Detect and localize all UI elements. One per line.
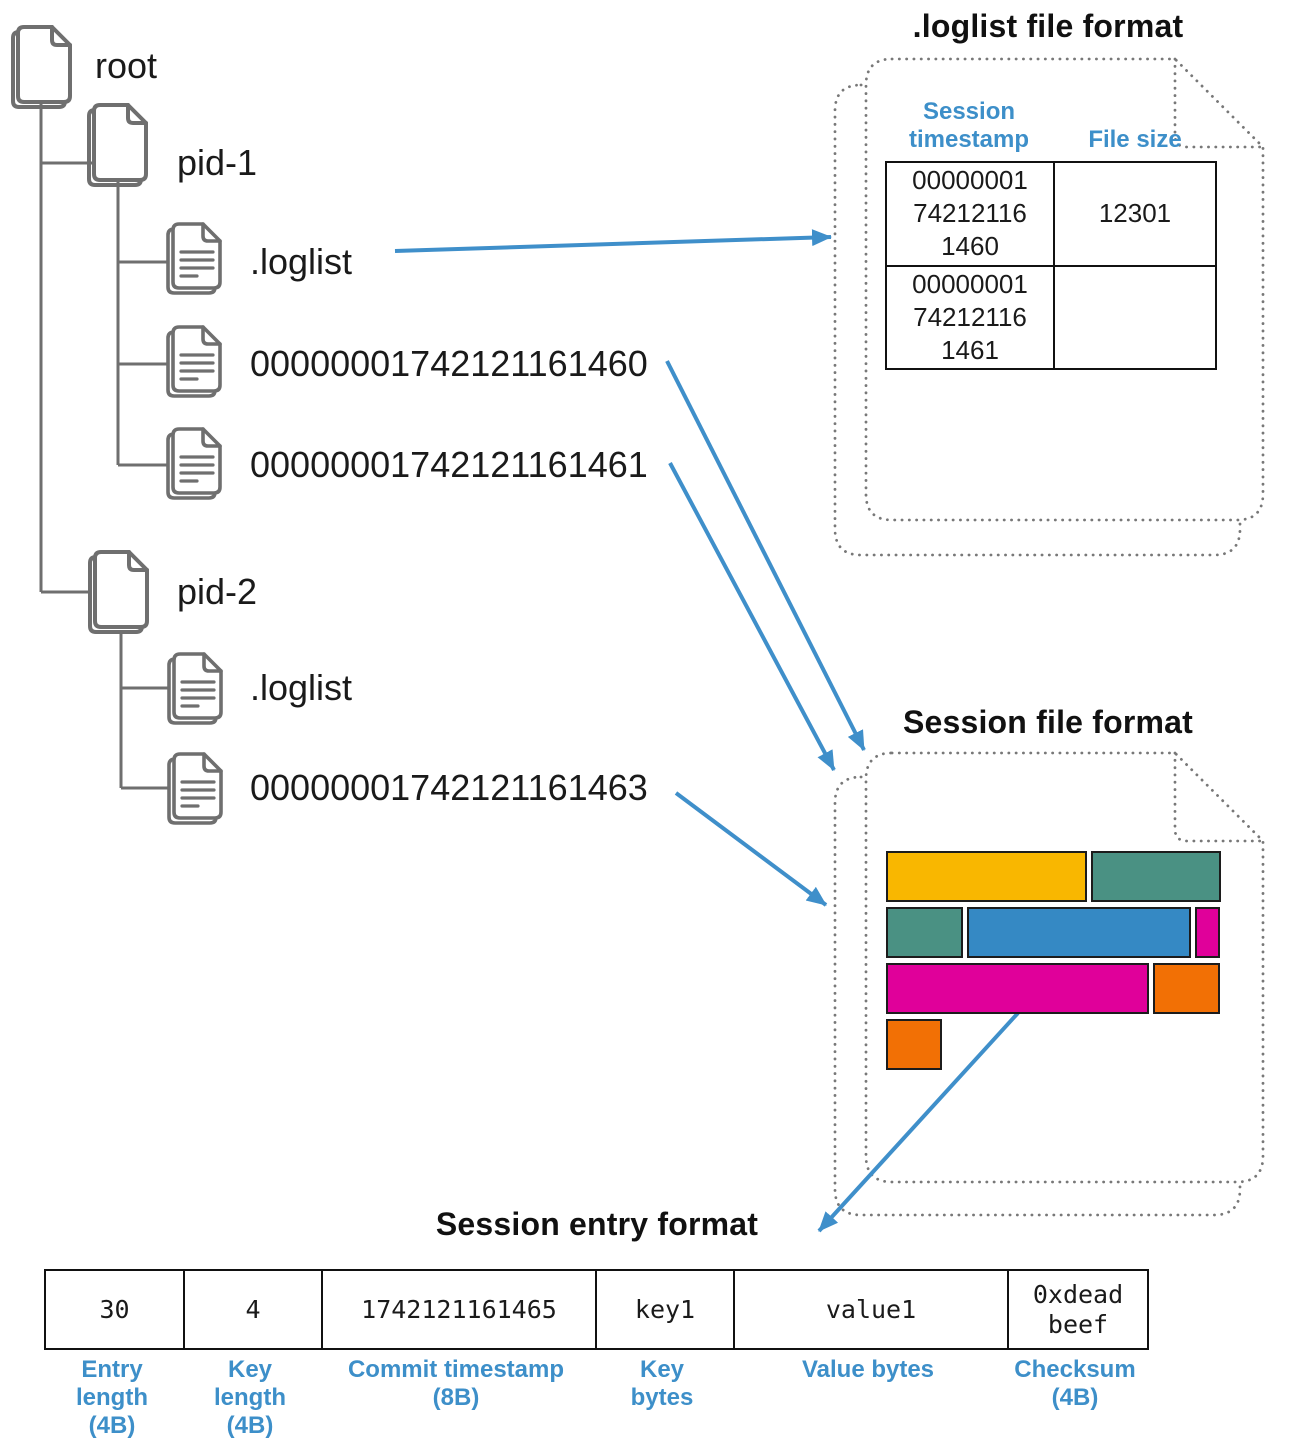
loglist-table: 00000001742121161460 12301 0000000174212… (885, 161, 1217, 370)
loglist-table-headers: Session timestamp File size (885, 90, 1217, 154)
entry-cell-checksum: 0xdeadbeef (1007, 1271, 1147, 1348)
session-block-teal (886, 907, 963, 958)
arrow-block-to-entry-format (817, 1011, 1020, 1233)
reference-arrows (394, 229, 1020, 1233)
file-size-value: 12301 (1098, 198, 1172, 229)
tree-label-session-463: 00000001742121161463 (250, 767, 648, 808)
pid1-session460-file-icon (166, 325, 222, 398)
session-block-row (886, 963, 1226, 1014)
loglist-col-file-size: File size (1053, 126, 1217, 154)
session-block-yellow (886, 851, 1087, 902)
session-block-orange (1153, 963, 1220, 1014)
pid2-folder-icon (88, 550, 149, 634)
session-block-row (886, 907, 1226, 958)
arrow-session463-to-format (674, 791, 828, 907)
entry-cell-value-bytes: value1 (733, 1271, 1007, 1348)
session-block-row (886, 1019, 1226, 1070)
entry-cell-key-length: 4 (183, 1271, 321, 1348)
timestamp-value: 00000001742121161460 (912, 165, 1028, 262)
session-block-teal (1091, 851, 1221, 902)
session-block-orange (886, 1019, 942, 1070)
checksum-value: 0xdeadbeef (1032, 1279, 1124, 1339)
pid2-session463-file-icon (167, 752, 223, 825)
pid1-session461-file-icon (166, 427, 222, 500)
loglist-cell-timestamp: 00000001742121161461 (887, 266, 1055, 368)
loglist-cell-timestamp: 00000001742121161460 (887, 163, 1055, 265)
tree-connector-lines (39, 98, 169, 790)
entry-label-entry-length: Entry length (4B) (76, 1356, 148, 1439)
loglist-format-title: .loglist file format (912, 8, 1184, 44)
session-block-row (886, 851, 1226, 902)
arrow-session461-to-format (668, 462, 836, 771)
entry-label-commit-timestamp: Commit timestamp (8B) (347, 1356, 565, 1411)
root-folder-icon (11, 25, 72, 109)
commit-timestamp-value: 1742121161465 (361, 1294, 557, 1324)
entry-length-value: 30 (99, 1294, 130, 1324)
entry-format-title: Session entry format (435, 1206, 759, 1242)
key-bytes-value: key1 (634, 1294, 696, 1324)
tree-label-pid2-loglist: .loglist (250, 667, 353, 708)
entry-label-key-bytes: Key bytes (630, 1356, 694, 1411)
pid1-folder-icon (87, 103, 148, 187)
loglist-col-session-timestamp: Session timestamp (885, 98, 1053, 154)
arrow-session460-to-format (665, 360, 866, 751)
loglist-table-row: 00000001742121161461 (887, 264, 1215, 369)
session-format-title: Session file format (902, 704, 1194, 740)
tree-label-pid-2: pid-2 (177, 571, 258, 612)
key-length-value: 4 (245, 1294, 261, 1324)
loglist-col-label: File size (1088, 126, 1182, 153)
entry-label-value-bytes: Value bytes (801, 1356, 935, 1383)
timestamp-value: 00000001742121161461 (912, 268, 1028, 365)
loglist-cell-file-size (1055, 267, 1215, 369)
tree-label-root: root (95, 45, 158, 86)
tree-label-session-461: 00000001742121161461 (250, 444, 648, 485)
tree-label-pid-1: pid-1 (177, 142, 258, 183)
arrow-loglist-to-format (394, 229, 832, 253)
tree-label-session-460: 00000001742121161460 (250, 343, 648, 384)
entry-cell-commit-timestamp: 1742121161465 (321, 1271, 595, 1348)
session-block-magenta (1195, 907, 1220, 958)
tree-label-pid1-loglist: .loglist (250, 241, 353, 282)
loglist-col-label: Session timestamp (908, 98, 1030, 153)
session-entry-table: 30 4 1742121161465 key1 value1 0xdeadbee… (44, 1269, 1149, 1350)
pid2-loglist-file-icon (167, 652, 223, 725)
loglist-table-row: 00000001742121161460 12301 (887, 163, 1215, 265)
loglist-cell-file-size: 12301 (1055, 163, 1215, 265)
pid1-loglist-file-icon (166, 222, 222, 295)
session-block-blue (967, 907, 1191, 958)
session-record-blocks (886, 851, 1226, 1075)
entry-label-key-length: Key length (4B) (214, 1356, 286, 1439)
entry-label-checksum: Checksum (4B) (1014, 1356, 1136, 1411)
entry-cell-key-bytes: key1 (595, 1271, 733, 1348)
entry-cell-entry-length: 30 (46, 1271, 183, 1348)
value-bytes-value: value1 (825, 1294, 917, 1324)
session-block-magenta (886, 963, 1149, 1014)
